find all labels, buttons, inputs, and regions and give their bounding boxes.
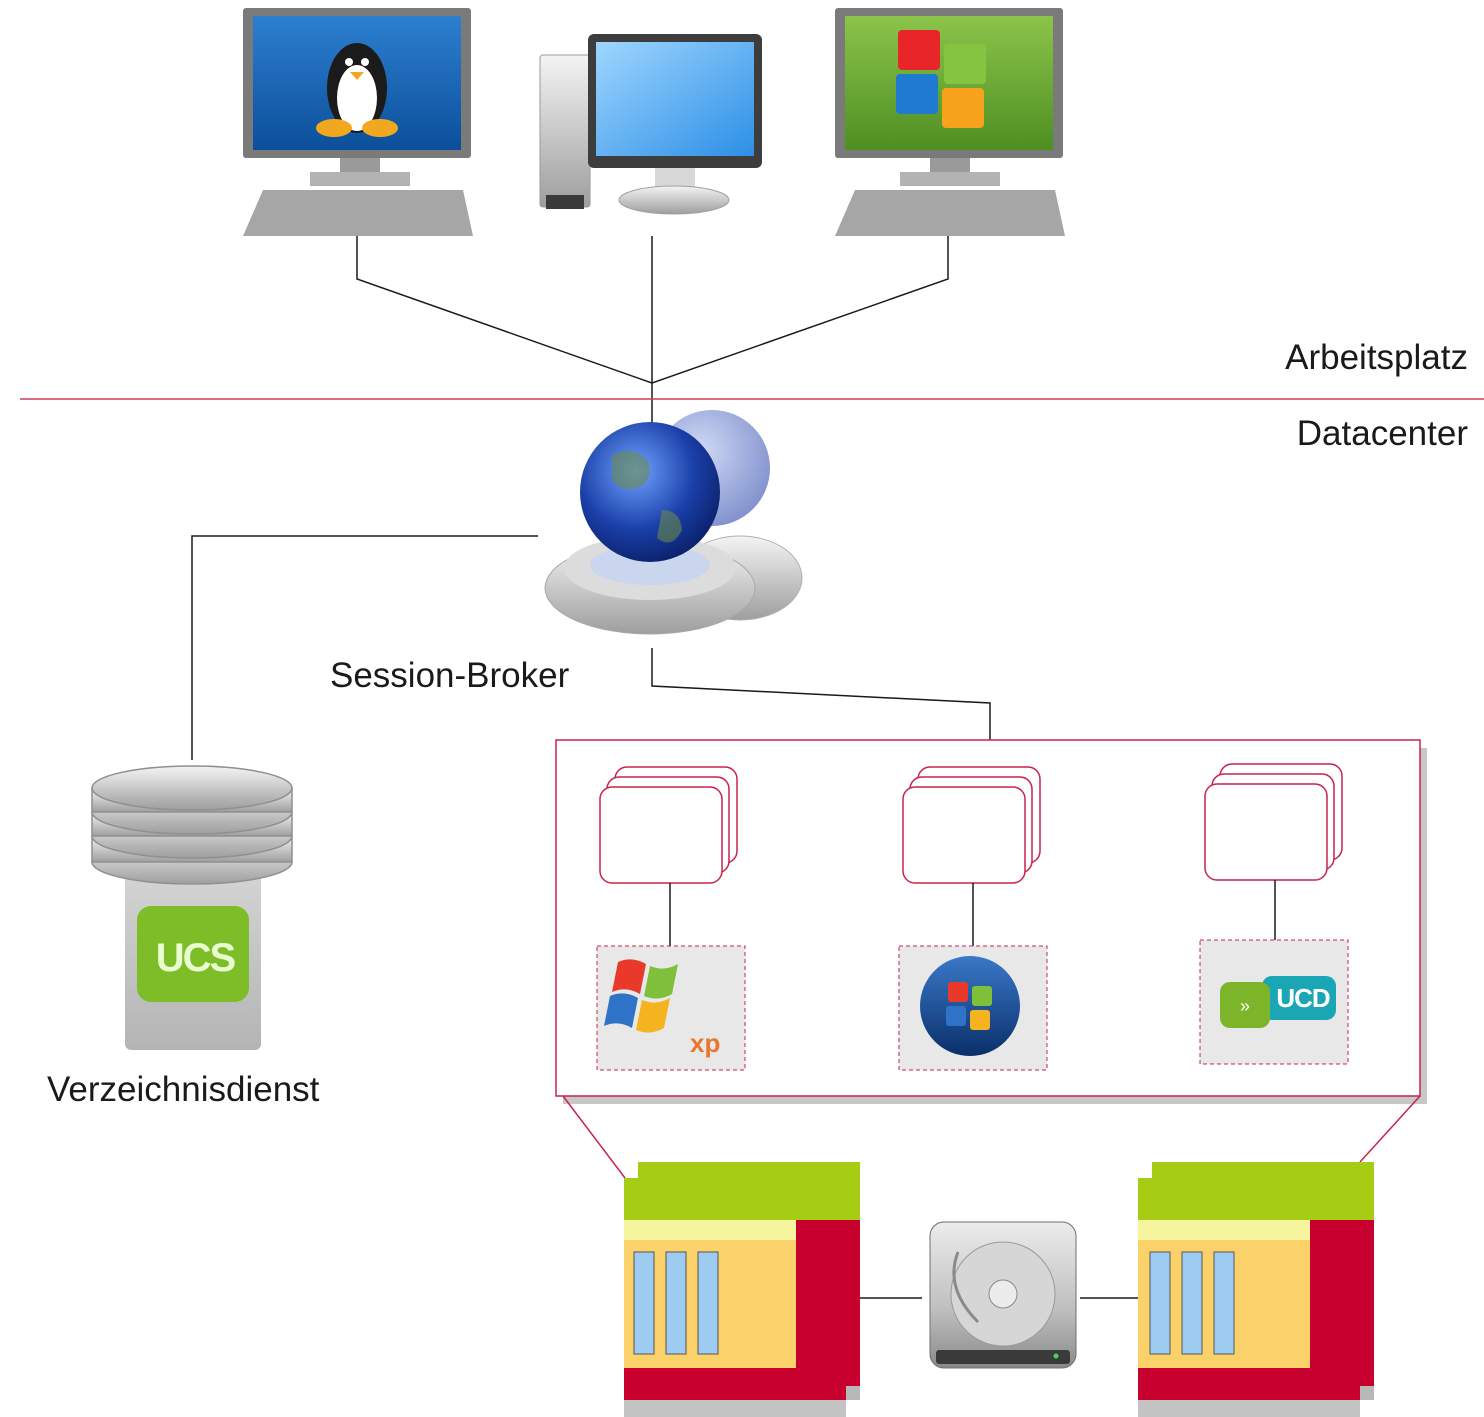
hard-disk-icon bbox=[929, 1221, 1077, 1369]
windows-vista-logo bbox=[898, 945, 1048, 1071]
session-broker-label: Session-Broker bbox=[330, 656, 570, 695]
windows-xp-logo bbox=[596, 945, 746, 1071]
vm-stack bbox=[599, 766, 738, 884]
mac-desktop-icon bbox=[539, 34, 762, 215]
ucs-badge: UCS bbox=[155, 936, 236, 980]
server-stack-icon bbox=[624, 1162, 860, 1417]
windows-desktop-icon bbox=[835, 8, 1065, 236]
directory-service-label: Verzeichnisdienst bbox=[47, 1070, 320, 1109]
ucd-logo: » bbox=[1199, 939, 1349, 1065]
vm-os-connectors bbox=[669, 880, 1276, 946]
broker-connectors bbox=[191, 535, 991, 760]
workplace-connectors bbox=[356, 236, 949, 430]
vm-stack bbox=[1204, 763, 1343, 881]
xp-badge: xp bbox=[690, 1028, 721, 1058]
database-icon bbox=[91, 765, 293, 1050]
globe-server-icon bbox=[544, 410, 803, 635]
vm-stack bbox=[902, 766, 1041, 884]
zone-label-arbeitsplatz: Arbeitsplatz bbox=[1285, 338, 1468, 377]
linux-desktop-icon bbox=[243, 8, 473, 236]
server-stack-icon bbox=[1138, 1162, 1374, 1417]
zone-label-datacenter: Datacenter bbox=[1296, 414, 1468, 453]
svg-text:»: » bbox=[1240, 996, 1250, 1016]
ucd-badge: UCD bbox=[1276, 983, 1330, 1013]
